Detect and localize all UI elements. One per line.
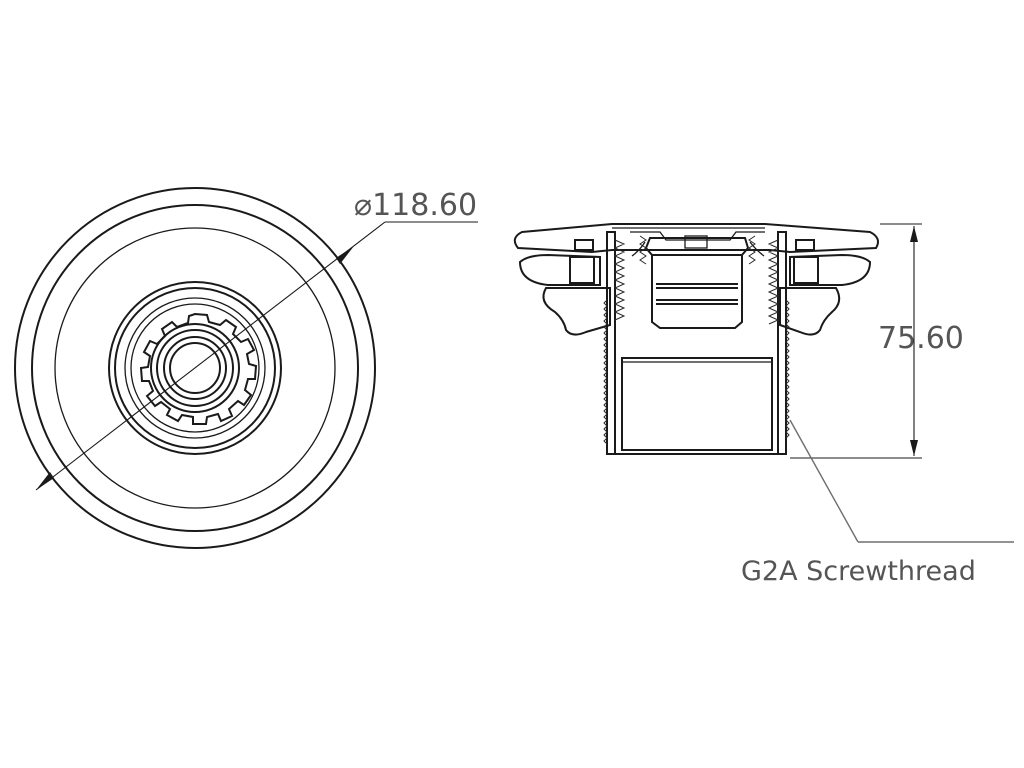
bolt-head-left — [569, 256, 595, 284]
sleeve-wall-right — [777, 231, 787, 455]
thread-hatch-left — [613, 239, 626, 321]
plug-side-ribs-right — [748, 235, 756, 265]
bolt-head-right-top — [795, 239, 815, 251]
height-label: 75.60 — [878, 321, 964, 356]
thread-leader-line — [789, 419, 859, 543]
height-arrow-bottom — [910, 440, 918, 456]
cover-plate — [513, 223, 879, 254]
external-thread-left — [603, 299, 608, 445]
diameter-symbol: ⌀ — [354, 188, 372, 223]
thread-hatch-right — [767, 239, 780, 325]
plug-top-detail — [630, 231, 765, 257]
body-inner-circle — [114, 287, 276, 449]
plug-top-cap — [684, 235, 708, 249]
flange-circle — [54, 227, 336, 509]
diameter-value: 118.60 — [372, 188, 477, 223]
lower-flange-right — [789, 253, 872, 286]
plug-side-ribs-left — [639, 235, 647, 265]
diameter-label: ⌀118.60 — [354, 188, 477, 223]
bore-outer-circle — [163, 336, 227, 400]
lower-flange — [518, 253, 601, 286]
top-view: ⌀118.60 — [14, 187, 478, 549]
seal-lobe-left — [542, 287, 611, 336]
nut-inner-circle — [156, 329, 234, 407]
thread-note-label: G2A Screwthread — [741, 556, 976, 587]
sleeve-wall-left — [606, 231, 616, 455]
height-arrow-top — [910, 226, 918, 242]
outer-rim-circle — [14, 187, 376, 549]
diameter-dimension-line — [35, 221, 386, 491]
castellated-ring — [139, 312, 258, 425]
inner-rim-circle — [31, 204, 359, 532]
collar-outer-circle — [124, 297, 266, 439]
side-view: 75.60 G2A Screwthread — [513, 223, 1014, 587]
central-plug — [644, 237, 750, 329]
external-thread-right — [785, 299, 790, 439]
diameter-arrow-start — [36, 472, 54, 490]
bore-inner-circle — [169, 342, 221, 394]
collar-inner-circle — [130, 303, 260, 433]
bolt-head-right — [793, 256, 819, 284]
body-outer-circle — [108, 281, 282, 455]
inner-bore — [621, 357, 773, 451]
nut-outer-circle — [150, 323, 240, 413]
seal-lobe-right — [779, 287, 841, 336]
bolt-head-left-top — [574, 239, 594, 251]
diameter-arrow-end — [336, 246, 354, 264]
